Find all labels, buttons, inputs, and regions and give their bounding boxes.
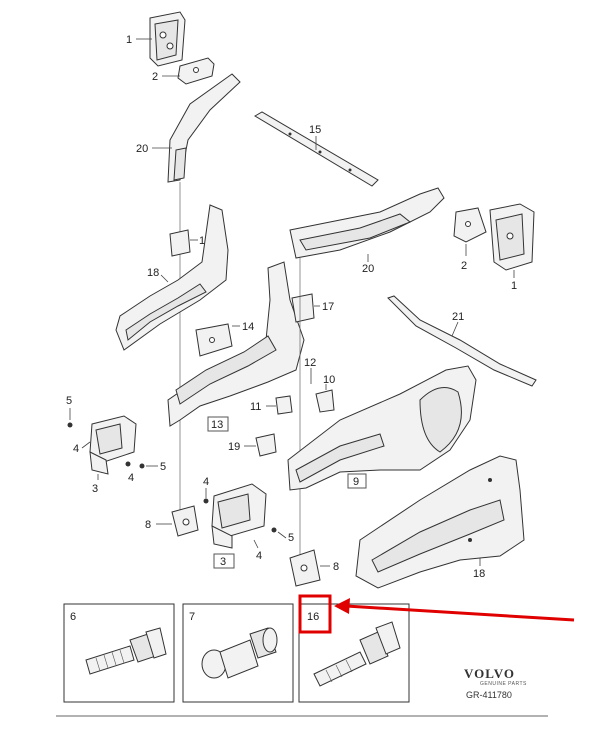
part-19-clip bbox=[255, 433, 277, 457]
part-2-plate-left bbox=[177, 57, 215, 85]
part-20-upper-rail-left bbox=[167, 73, 241, 183]
part-18-panel-left bbox=[115, 204, 229, 351]
part-1-bracket-right bbox=[489, 203, 535, 271]
part-3-bracket-center bbox=[211, 483, 267, 549]
label-9: 9 bbox=[353, 476, 359, 488]
label-21: 21 bbox=[452, 311, 464, 323]
label-4-mid-left: 4 bbox=[128, 472, 134, 484]
part-17-bracket-left bbox=[169, 229, 191, 257]
label-18-left: 18 bbox=[147, 267, 159, 279]
fastener-label-7: 7 bbox=[189, 611, 195, 623]
label-2-top: 2 bbox=[152, 71, 158, 83]
label-8-left: 8 bbox=[145, 519, 151, 531]
part-11-clip bbox=[275, 395, 293, 415]
volvo-logo: VOLVO bbox=[464, 666, 515, 681]
label-14: 14 bbox=[242, 321, 254, 333]
bolt-6-icon bbox=[85, 627, 167, 675]
part-2-plate-right bbox=[453, 207, 487, 243]
highlight-box-16 bbox=[298, 594, 332, 634]
label-12: 12 bbox=[304, 357, 316, 369]
label-15: 15 bbox=[309, 124, 321, 136]
label-4-lower-center: 4 bbox=[256, 550, 262, 562]
label-10: 10 bbox=[323, 374, 335, 386]
part-14-bracket bbox=[195, 323, 233, 357]
label-11: 11 bbox=[250, 401, 261, 413]
diagram-reference: GR-411780 bbox=[466, 690, 512, 700]
label-3-left: 3 bbox=[92, 483, 98, 495]
part-8-bracket-left bbox=[171, 505, 199, 537]
highlight-arrow bbox=[334, 598, 575, 622]
label-1-top: 1 bbox=[126, 34, 132, 46]
bolt-16-icon bbox=[313, 621, 401, 687]
label-2-right: 2 bbox=[461, 260, 467, 272]
part-9-wheelhouse-assembly bbox=[287, 365, 477, 491]
label-17-right: 17 bbox=[322, 301, 334, 313]
label-4-upper-left: 4 bbox=[73, 443, 79, 455]
label-1-right: 1 bbox=[511, 280, 517, 292]
label-19: 19 bbox=[228, 441, 240, 453]
bolt-7-icon bbox=[201, 627, 278, 679]
part-21-strip bbox=[387, 295, 537, 387]
part-10-clip bbox=[315, 389, 335, 413]
part-15-cross-member bbox=[254, 111, 379, 187]
part-20-upper-rail-right bbox=[289, 187, 445, 259]
fastener-label-6: 6 bbox=[70, 611, 76, 623]
label-5-upper-left: 5 bbox=[66, 395, 72, 407]
label-8-right: 8 bbox=[333, 561, 339, 573]
label-20-right: 20 bbox=[362, 263, 374, 275]
label-13: 13 bbox=[211, 419, 223, 431]
part-17-bracket-right bbox=[291, 293, 315, 323]
fastener-panel-7: 7 bbox=[182, 603, 294, 703]
label-5-center: 5 bbox=[288, 532, 294, 544]
fastener-panel-6: 6 bbox=[63, 603, 175, 703]
label-3-center: 3 bbox=[220, 556, 226, 568]
label-4-upper-center: 4 bbox=[203, 476, 209, 488]
part-18-panel-right bbox=[355, 455, 525, 589]
part-3-bracket-left bbox=[89, 415, 137, 475]
part-1-bracket-left bbox=[149, 11, 186, 67]
fastener-panel-16: 16 bbox=[298, 603, 410, 703]
label-18-right: 18 bbox=[473, 568, 485, 580]
fastener-label-16: 16 bbox=[307, 611, 319, 623]
part-8-bracket-right bbox=[289, 549, 321, 587]
volvo-tagline: GENUINE PARTS bbox=[480, 681, 527, 687]
label-20-left: 20 bbox=[136, 143, 148, 155]
label-5-mid-left: 5 bbox=[160, 461, 166, 473]
